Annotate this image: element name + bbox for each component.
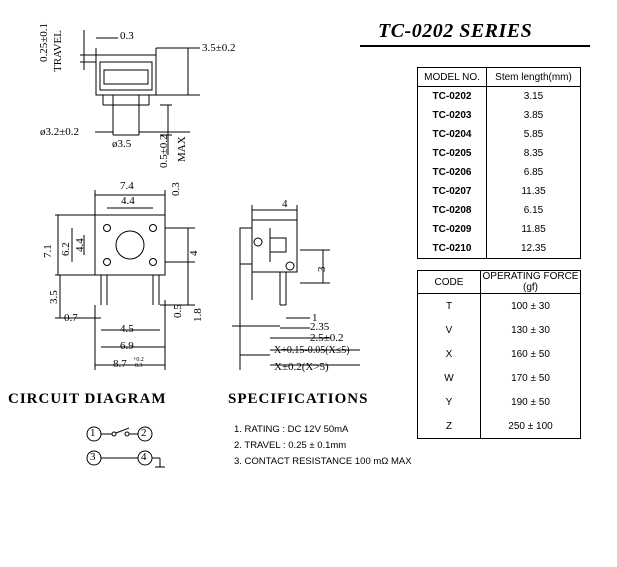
stem-cell: 11.35	[486, 182, 581, 201]
pin-1-label: 1	[90, 427, 96, 439]
dim-4.4-horizontal: 4.4	[121, 195, 135, 207]
pin-2-label: 2	[141, 427, 147, 439]
dim-max-label: MAX	[176, 136, 188, 162]
model-cell: TC-0210	[417, 239, 487, 259]
dim-7.1: 7.1	[42, 244, 54, 258]
force-cell: 170 ± 50	[480, 366, 581, 390]
dim-4.4-vertical: 4.4	[74, 238, 86, 252]
dim-3.5-front: 3.5	[48, 290, 60, 304]
force-cell: 250 ± 100	[480, 414, 581, 439]
dim-2.5: 2.5±0.2	[310, 332, 344, 344]
dim-3.5: 3.5±0.2	[202, 42, 236, 54]
dim-phi-3.5: ø3.5	[112, 138, 132, 150]
stem-cell: 6.85	[486, 163, 581, 182]
model-cell: TC-0208	[417, 201, 487, 220]
dim-2.35: 2.35	[310, 321, 330, 333]
force-cell: 130 ± 30	[480, 318, 581, 342]
force-cell: 100 ± 30	[480, 293, 581, 318]
model-header-model: MODEL NO.	[417, 67, 487, 87]
force-table-header: CODE OPERATING FORCE (gf)	[417, 270, 581, 294]
model-cell: TC-0206	[417, 163, 487, 182]
dim-travel-value: 0.25±0.1	[38, 22, 50, 62]
model-header-stem: Stem length(mm)	[486, 67, 581, 87]
pin-4-label: 4	[141, 451, 147, 463]
model-table-header: MODEL NO. Stem length(mm)	[417, 67, 581, 87]
stem-cell: 3.85	[486, 106, 581, 125]
model-cell: TC-0207	[417, 182, 487, 201]
model-cell: TC-0205	[417, 144, 487, 163]
force-cell: 190 ± 50	[480, 390, 581, 414]
dim-1.8: 1.8	[192, 308, 204, 322]
code-cell: W	[417, 366, 481, 390]
circuit-diagram	[86, 426, 165, 468]
spec-contact-resistance: 3. CONTACT RESISTANCE 100 mΩ MAX	[234, 456, 412, 467]
code-cell: Z	[417, 414, 481, 439]
spec-travel: 2. TRAVEL : 0.25 ± 0.1mm	[234, 440, 347, 451]
spec-rating: 1. RATING : DC 12V 50mA	[234, 424, 349, 435]
stem-cell: 8.35	[486, 144, 581, 163]
code-cell: V	[417, 318, 481, 342]
series-title: TC-0202 SERIES	[378, 20, 533, 42]
dim-phi-3.2: ø3.2±0.2	[40, 126, 80, 138]
code-cell: T	[417, 293, 481, 318]
dim-7.4: 7.4	[120, 180, 134, 192]
dim-0.5-front: 0.5	[172, 304, 184, 318]
dim-6.2: 6.2	[60, 242, 72, 256]
force-cell: 160 ± 50	[480, 342, 581, 366]
side-view-drawing	[232, 205, 360, 370]
dim-1-side: 1	[312, 312, 318, 324]
dim-3-side: 3	[316, 266, 328, 273]
dim-6.9: 6.9	[120, 340, 134, 352]
code-cell: Y	[417, 390, 481, 414]
model-cell: TC-0209	[417, 220, 487, 239]
dim-0.3-front: 0.3	[170, 182, 182, 196]
pin-3-label: 3	[90, 451, 96, 463]
force-header-code: CODE	[417, 270, 481, 294]
model-cell: TC-0202	[417, 86, 487, 106]
model-cell: TC-0203	[417, 106, 487, 125]
top-view-drawing	[80, 30, 200, 155]
stem-cell: 11.85	[486, 220, 581, 239]
dim-x-large: X±0.2(X>5)	[274, 361, 329, 373]
dim-0.5-max: 0.5±0.2	[158, 134, 170, 168]
dim-4-side: 4	[282, 198, 288, 210]
front-view-drawing	[55, 190, 195, 370]
stem-cell: 5.85	[486, 125, 581, 144]
dim-0.3-top: 0.3	[120, 30, 134, 42]
dim-travel-label: TRAVEL	[52, 30, 64, 72]
specifications-heading: SPECIFICATIONS	[228, 391, 369, 407]
title-underline	[360, 45, 590, 47]
dim-8.7: 8.7	[113, 358, 127, 370]
code-cell: X	[417, 342, 481, 366]
dim-8.7-tolerance: +0.2 -0.3	[133, 357, 144, 369]
stem-cell: 3.15	[486, 86, 581, 106]
dim-x-small: X+0.15-0.05(X≤5)	[274, 345, 350, 356]
dim-0.7: 0.7	[64, 312, 78, 324]
dim-4.5: 4.5	[120, 323, 134, 335]
force-header-force: OPERATING FORCE (gf)	[480, 270, 581, 294]
model-cell: TC-0204	[417, 125, 487, 144]
dim-4-front: 4	[188, 250, 200, 257]
stem-cell: 12.35	[486, 239, 581, 259]
circuit-heading: CIRCUIT DIAGRAM	[8, 391, 167, 407]
stem-cell: 6.15	[486, 201, 581, 220]
